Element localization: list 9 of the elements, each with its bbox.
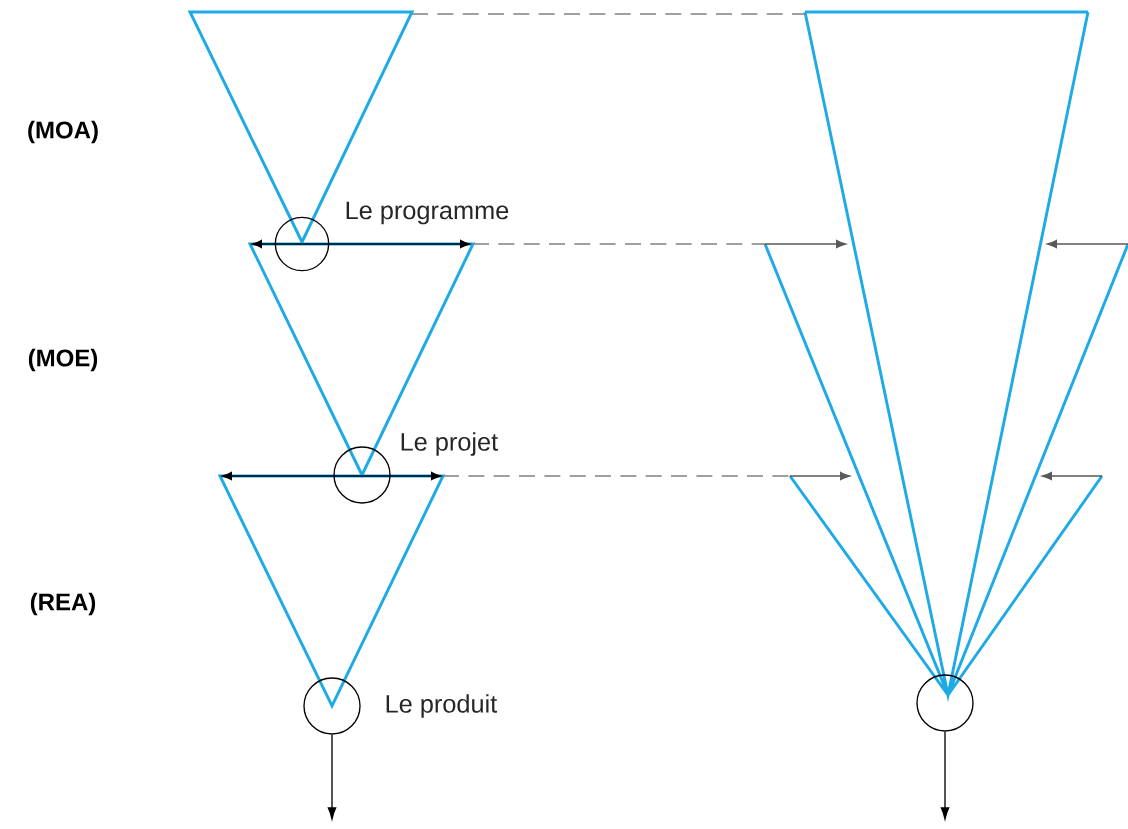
phase-label: (REA) xyxy=(30,592,96,616)
arrow xyxy=(940,731,950,820)
milestone-circle xyxy=(916,674,974,732)
milestone-label: Le projet xyxy=(401,432,498,456)
phase-label: (MOA) xyxy=(28,120,98,144)
milestone-label: Le produit xyxy=(386,694,498,718)
arrow xyxy=(327,734,337,820)
milestone-label: Le programme xyxy=(346,201,509,225)
phase-label: (MOE) xyxy=(28,348,98,372)
